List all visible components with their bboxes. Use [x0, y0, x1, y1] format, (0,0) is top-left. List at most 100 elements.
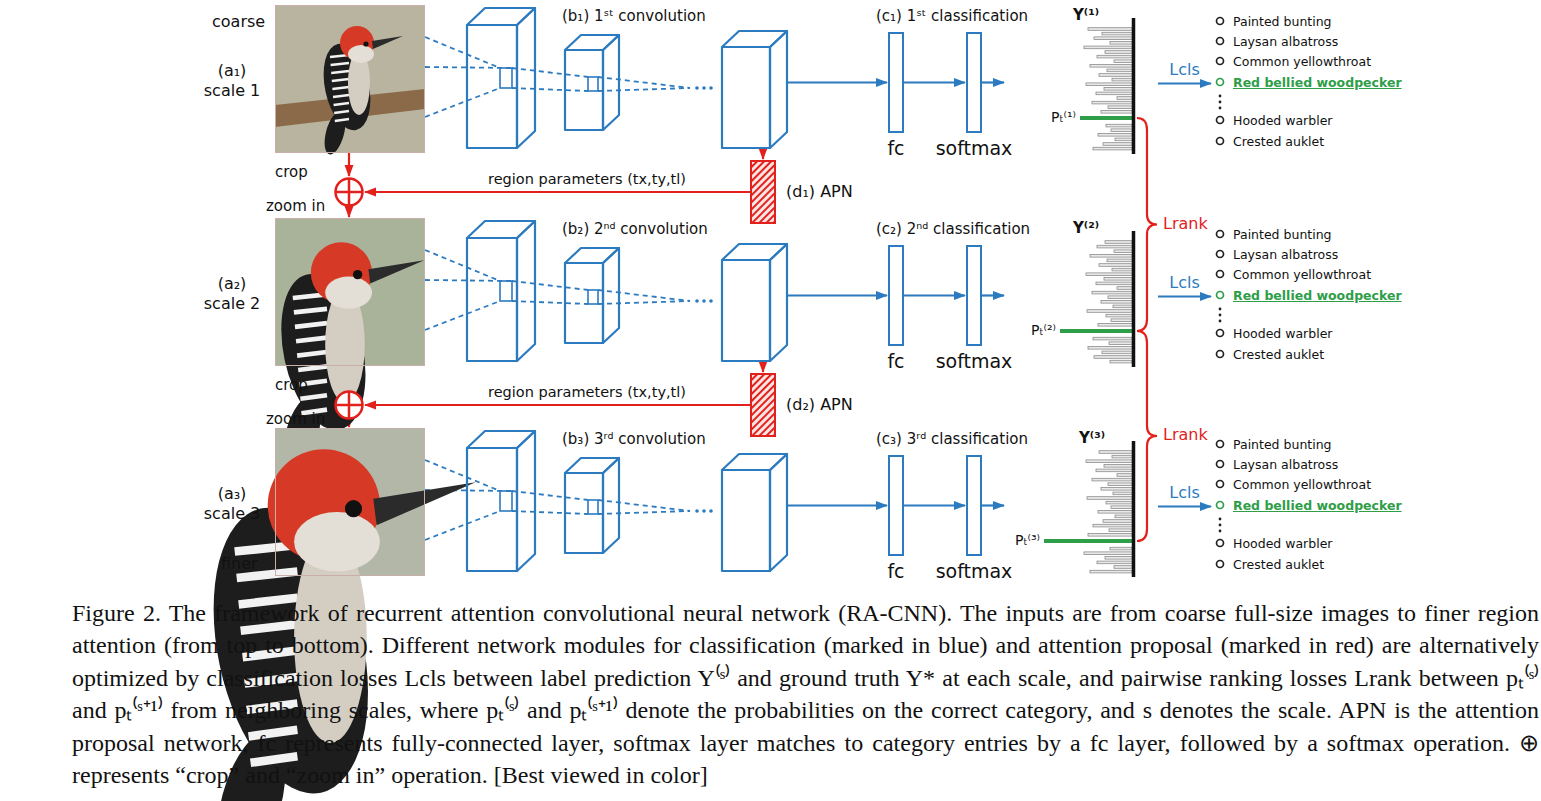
bird-face [348, 45, 374, 63]
loss-label: Lcls [1167, 273, 1202, 292]
loss-label: Lcls [1167, 483, 1202, 502]
conv-stack [462, 218, 787, 361]
probability-bar [1115, 515, 1132, 518]
ellipsis-dot [1219, 524, 1222, 527]
layer-name: fc [887, 350, 904, 372]
probability-bar [1101, 488, 1132, 491]
probability-bar [1109, 342, 1132, 345]
probability-bar [1114, 250, 1132, 253]
softmax-layer [966, 32, 982, 133]
connector-line [982, 504, 1004, 506]
ellipsis-dot [702, 86, 706, 90]
probability-bar [1097, 55, 1132, 58]
connector [982, 295, 1004, 296]
probability-bar [1092, 101, 1132, 104]
category-marker [1217, 38, 1224, 45]
connector-line [348, 153, 350, 176]
fc-box [889, 456, 903, 555]
connector-line [1158, 82, 1211, 84]
probability-bar [1086, 273, 1132, 276]
receptive-line [512, 68, 588, 77]
ellipsis-dot [1219, 320, 1222, 323]
softmax-layer [966, 455, 982, 556]
fc-node: fc [888, 455, 904, 556]
probability-bar [1108, 106, 1132, 109]
true-class-bar [1060, 329, 1132, 333]
category-name: Painted bunting [1233, 14, 1332, 29]
feature-map-front [467, 448, 517, 571]
category-marker [1217, 351, 1224, 358]
category-marker [1217, 251, 1224, 258]
bird-beak [372, 36, 403, 49]
category-marker [1217, 540, 1224, 547]
photo-background [275, 5, 425, 153]
probability-bar [1108, 296, 1132, 299]
probability-bar [1110, 547, 1132, 550]
sm-node: softmax [966, 455, 982, 556]
connector [982, 505, 1004, 506]
operation-label: zoom in [266, 410, 325, 428]
receptive-field [588, 290, 598, 304]
probability-bar [1105, 51, 1132, 54]
category-marker [1217, 461, 1224, 468]
fc-node: fc [888, 32, 904, 133]
connector-line [365, 404, 750, 406]
crop-zoom-symbol [334, 390, 364, 420]
connector-line [425, 280, 512, 281]
softmax-layer [966, 245, 982, 346]
oplus-ring [336, 392, 363, 419]
probability-bar [1088, 28, 1132, 31]
scale-note: finer [221, 554, 258, 573]
stage-title: (b₃) 3ʳᵈ convolution [562, 430, 706, 448]
true-prob-label: Pₜ⁽¹⁾ [1051, 108, 1076, 126]
feature-map-side [603, 248, 619, 343]
probability-bar [1093, 147, 1132, 150]
apn-box [751, 374, 775, 436]
connector-line [1158, 505, 1211, 507]
category-name: Crested auklet [1233, 134, 1324, 149]
oplus-ring [336, 179, 363, 206]
feature-map-side [603, 35, 619, 130]
apn-node: (d₁) APN [750, 160, 776, 224]
ellipsis-dot [1219, 308, 1222, 311]
conv-node: (b₂) 2ⁿᵈ convolution [462, 218, 787, 361]
receptive-line [598, 511, 690, 514]
connector [904, 82, 965, 83]
layer-name: softmax [936, 350, 1013, 372]
connector-line [425, 88, 500, 117]
connector [787, 82, 887, 83]
photo-frame [276, 219, 425, 366]
probability-bar [1099, 74, 1132, 77]
connector [982, 82, 1004, 83]
apn-box [751, 161, 775, 223]
fc-node: fc [888, 245, 904, 346]
probability-bar [1105, 557, 1132, 560]
category-name: Common yellowthroat [1233, 267, 1371, 282]
category-name: Laysan albatross [1233, 247, 1338, 262]
probability-bar [1090, 570, 1132, 573]
probability-bar [1088, 534, 1132, 537]
probability-bar [1112, 455, 1132, 458]
ellipsis-dot [695, 299, 699, 303]
receptive-line [512, 491, 588, 500]
bird-stripe [335, 119, 349, 121]
probability-bar [1086, 460, 1132, 463]
sm-node: softmax [966, 245, 982, 346]
probability-bar [1093, 524, 1132, 527]
connector [425, 250, 512, 330]
probability-bar [1104, 465, 1132, 468]
connector [365, 192, 750, 193]
edge-label: region parameters (tx,ty,tl) [486, 170, 688, 188]
category-marker [1217, 502, 1224, 509]
layer-name: softmax [936, 560, 1013, 582]
bird-beak [368, 260, 424, 283]
receptive-field [500, 491, 512, 511]
probability-bar [1086, 83, 1132, 86]
operation-label: crop [275, 163, 308, 181]
category-name: Hooded warbler [1233, 113, 1333, 128]
input-photo [275, 5, 425, 153]
connector-line [904, 504, 965, 506]
probability-bars [1005, 435, 1136, 578]
feature-map-front [722, 470, 770, 571]
ellipsis-dot [1219, 101, 1222, 104]
